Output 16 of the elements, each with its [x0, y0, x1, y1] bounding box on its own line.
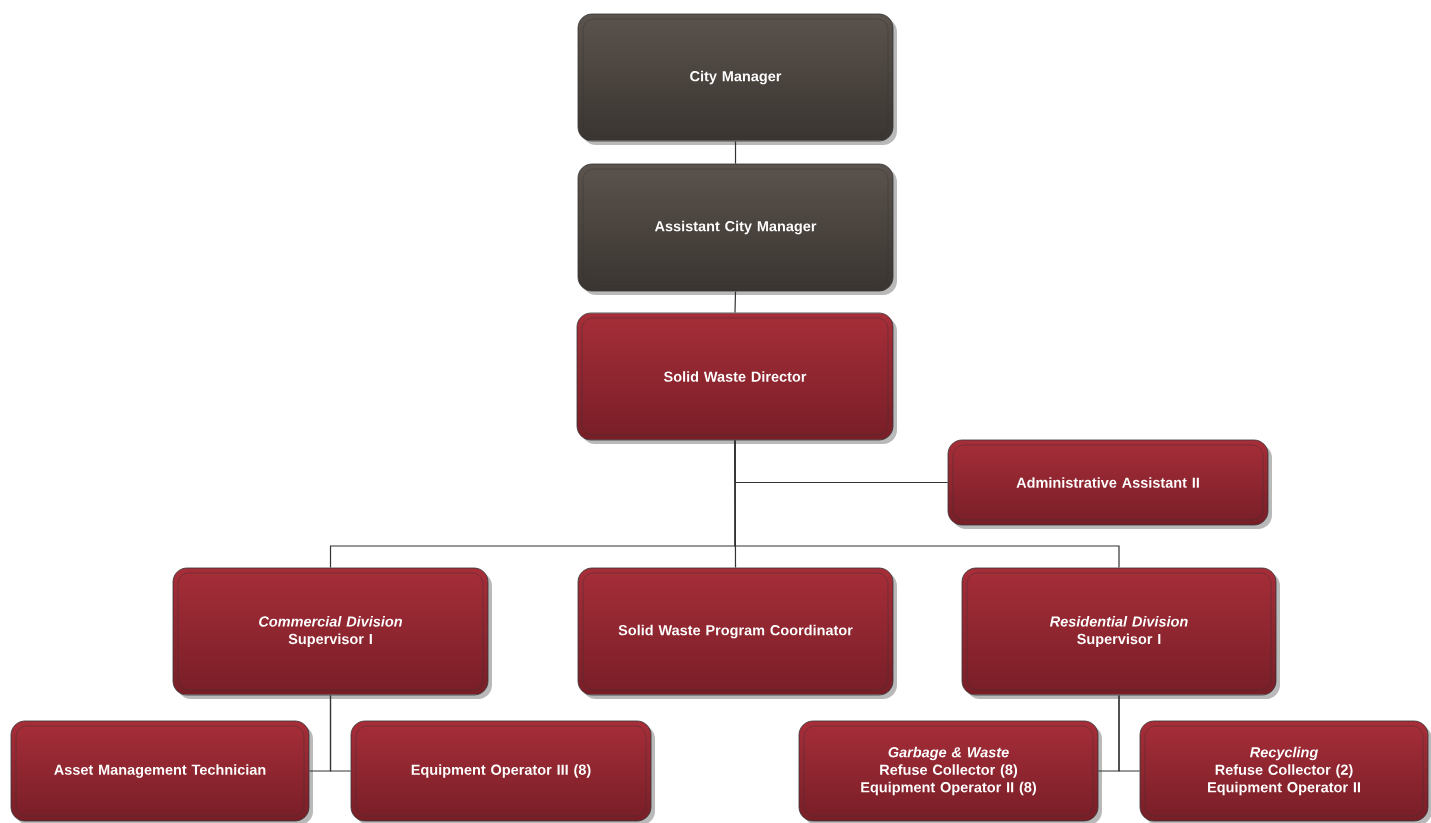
- org-box: Solid Waste Director: [576, 312, 897, 444]
- org-box: Assistant City Manager: [577, 163, 897, 295]
- org-box: Solid Waste Program Coordinator: [577, 567, 897, 699]
- connector-line: [734, 439, 1120, 569]
- connector-line: [329, 694, 352, 772]
- org-box: Recycling Refuse Collector (2) Equipment Operator II: [1139, 720, 1431, 823]
- connector-line: [734, 140, 737, 165]
- org-box: City Manager: [577, 13, 897, 145]
- org-box: Garbage & Waste Refuse Collector (8) Equipment Operator II (8): [798, 720, 1102, 823]
- org-box: Administrative Assistant II: [947, 439, 1272, 529]
- org-box: Equipment Operator III (8): [350, 720, 655, 823]
- org-box: Asset Management Technician: [10, 720, 313, 823]
- org-box: Residential Division Supervisor I: [961, 567, 1280, 699]
- connector-line: [1118, 694, 1141, 772]
- connector-line: [734, 290, 737, 314]
- org-box: Commercial Division Supervisor I: [172, 567, 492, 699]
